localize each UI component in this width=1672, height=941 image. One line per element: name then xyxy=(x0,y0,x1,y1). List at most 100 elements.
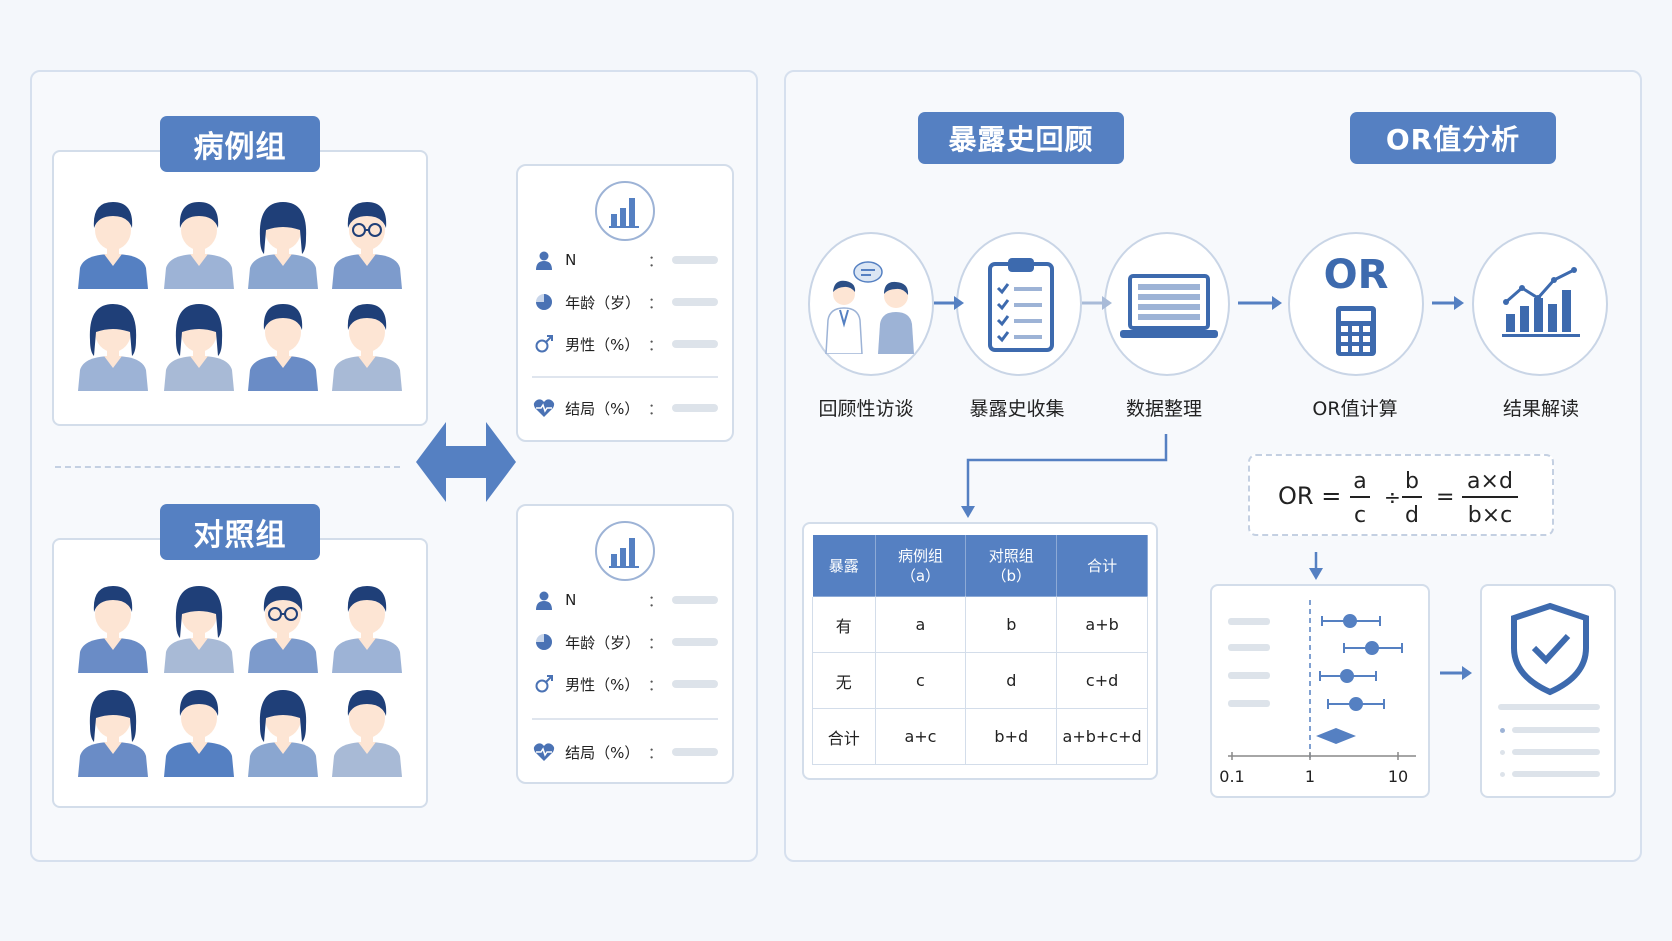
stat-age: 年龄（岁） ： xyxy=(532,290,718,314)
table-header-exposure: 暴露 xyxy=(812,534,876,597)
right-arrow-icon xyxy=(1440,666,1472,680)
stat-outcome-label: 结局（%） xyxy=(565,399,640,418)
svg-text:b×c: b×c xyxy=(1468,503,1513,528)
shield-check-icon xyxy=(1511,602,1589,696)
stat-male: 男性（%） ： xyxy=(532,332,718,356)
svg-text:b: b xyxy=(1405,469,1419,494)
stat-n-bar xyxy=(671,256,718,264)
stat-n: N ： xyxy=(532,248,718,272)
stat-male-bar xyxy=(671,340,718,348)
person-avatar-icon xyxy=(164,202,234,289)
person-avatar-icon xyxy=(332,304,402,391)
person-avatar-icon xyxy=(78,690,148,777)
trend-chart-icon xyxy=(1502,267,1580,337)
doctor-patient-icon xyxy=(825,261,914,354)
person-avatar-icon xyxy=(248,304,318,391)
or-formula-box: OR = a c ÷ b d = a×d b×c xyxy=(1248,454,1554,536)
table-header-case: 病例组（a） xyxy=(874,534,967,597)
control-group-title: 对照组 xyxy=(160,504,320,560)
control-stats-card: N ： 年龄（岁） ： 男性（%） ： 结局（%） ： xyxy=(516,504,734,784)
case-group-title: 病例组 xyxy=(160,116,320,172)
svg-text:c: c xyxy=(1354,503,1366,528)
stat-age-bar xyxy=(671,638,718,646)
forest-tick-label: 1 xyxy=(1305,767,1315,786)
person-avatar-icon xyxy=(78,202,148,289)
step-or-calc: OR xyxy=(1288,232,1424,376)
stat-outcome-bar xyxy=(671,748,718,756)
person-avatar-icon xyxy=(332,690,402,777)
stat-n: N ： xyxy=(532,588,718,612)
person-avatar-icon xyxy=(248,202,318,289)
stat-n-label: N xyxy=(565,251,577,269)
person-icon xyxy=(532,248,555,272)
stat-male-label: 男性（%） xyxy=(565,675,640,694)
table-header-control: 对照组（b） xyxy=(965,534,1058,597)
person-avatar-icon xyxy=(332,202,402,289)
person-avatar-icon xyxy=(248,690,318,777)
stat-outcome: 结局（%） ： xyxy=(532,396,718,420)
bar-chart-icon xyxy=(595,521,655,581)
person-avatar-icon xyxy=(78,304,148,391)
step-data-organize xyxy=(1104,232,1230,376)
forest-plot-card: 0.1 1 10 xyxy=(1210,584,1430,798)
forest-plot: 0.1 1 10 xyxy=(1219,600,1416,786)
group-separator xyxy=(55,466,400,468)
stat-age-label: 年龄（岁） xyxy=(565,293,641,312)
svg-text:=: = xyxy=(1436,485,1454,510)
person-avatar-icon xyxy=(248,586,318,673)
step-label-organize: 数据整理 xyxy=(1125,398,1202,420)
person-avatar-icon xyxy=(164,304,234,391)
result-card xyxy=(1480,584,1616,798)
bar-chart-icon xyxy=(595,181,655,241)
person-icon xyxy=(532,588,555,612)
stat-n-label: N xyxy=(565,591,577,609)
forest-tick-label: 10 xyxy=(1388,767,1408,786)
heart-pulse-icon xyxy=(532,740,555,764)
connector-arrow xyxy=(961,434,1168,518)
stat-male: 男性（%） ： xyxy=(532,672,718,696)
heart-pulse-icon xyxy=(532,396,555,420)
compare-arrow-icon xyxy=(416,422,516,502)
male-symbol-icon xyxy=(532,672,555,696)
svg-text:÷: ÷ xyxy=(1384,485,1401,509)
person-avatar-icon xyxy=(332,586,402,673)
or-badge-text: OR xyxy=(1323,252,1389,298)
stat-n-bar xyxy=(671,596,718,604)
or-formula: OR = a c ÷ b d = a×d b×c xyxy=(1278,469,1518,528)
svg-text:a: a xyxy=(1353,469,1366,494)
clipboard-checklist-icon xyxy=(988,258,1054,352)
person-avatar-icon xyxy=(78,586,148,673)
person-avatar-icon xyxy=(164,586,234,673)
exposure-history-title: 暴露史回顾 xyxy=(918,112,1124,164)
step-result-interpret xyxy=(1472,232,1608,376)
svg-text:OR =: OR = xyxy=(1278,482,1341,510)
step-label-collect: 暴露史收集 xyxy=(969,398,1065,420)
stat-age-label: 年龄（岁） xyxy=(565,633,641,652)
step-label-interview: 回顾性访谈 xyxy=(818,398,914,420)
person-avatar-icon xyxy=(164,690,234,777)
pie-chart-icon xyxy=(532,630,555,654)
pie-chart-icon xyxy=(532,290,555,314)
table-header-total: 合计 xyxy=(1056,534,1148,597)
stat-male-label: 男性（%） xyxy=(565,335,640,354)
stat-outcome: 结局（%） ： xyxy=(532,740,718,764)
forest-tick-label: 0.1 xyxy=(1219,767,1244,786)
stat-outcome-bar xyxy=(671,404,718,412)
case-stats-card: N ： 年龄（岁） ： 男性（%） ： 结局（%） ： xyxy=(516,164,734,442)
flow-arrow-5 xyxy=(1432,296,1464,310)
stat-male-bar xyxy=(671,680,718,688)
calculator-icon xyxy=(1336,306,1376,356)
step-label-interpret: 结果解读 xyxy=(1502,398,1579,420)
svg-text:d: d xyxy=(1405,503,1419,528)
flow-arrows xyxy=(934,296,1282,310)
stat-age-bar xyxy=(671,298,718,306)
or-analysis-title: OR值分析 xyxy=(1350,112,1556,164)
stat-outcome-label: 结局（%） xyxy=(565,743,640,762)
laptop-spreadsheet-icon xyxy=(1120,274,1218,338)
svg-text:a×d: a×d xyxy=(1467,469,1513,494)
down-arrow-icon xyxy=(1309,552,1323,580)
